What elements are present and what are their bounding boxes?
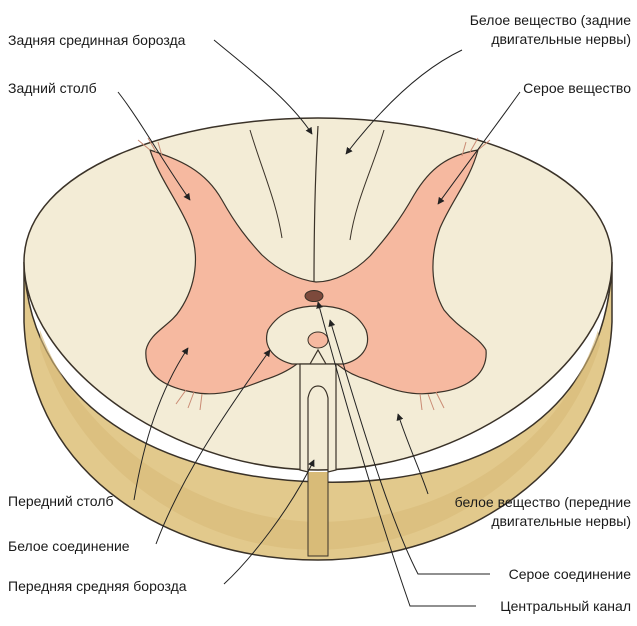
label-white-matter-anterior: белое вещество (передние двигательные не…	[455, 493, 631, 531]
label-anterior-median-fissure: Передняя средняя борозда	[8, 577, 187, 596]
label-white-commissure: Белое соединение	[8, 537, 130, 556]
label-white-matter-posterior: Белое вещество (задние двигательные нерв…	[470, 11, 631, 49]
label-posterior-column: Задний столб	[8, 79, 97, 98]
label-posterior-median-sulcus: Задняя срединная борозда	[8, 31, 185, 50]
anterior-fissure-depth	[308, 472, 328, 556]
label-gray-matter: Серое вещество	[523, 79, 631, 98]
label-anterior-column: Передний столб	[8, 492, 113, 511]
label-central-canal: Центральный канал	[500, 597, 631, 616]
label-gray-commissure: Серое соединение	[509, 565, 631, 584]
central-canal	[305, 291, 323, 302]
gray-commissure	[308, 332, 328, 348]
